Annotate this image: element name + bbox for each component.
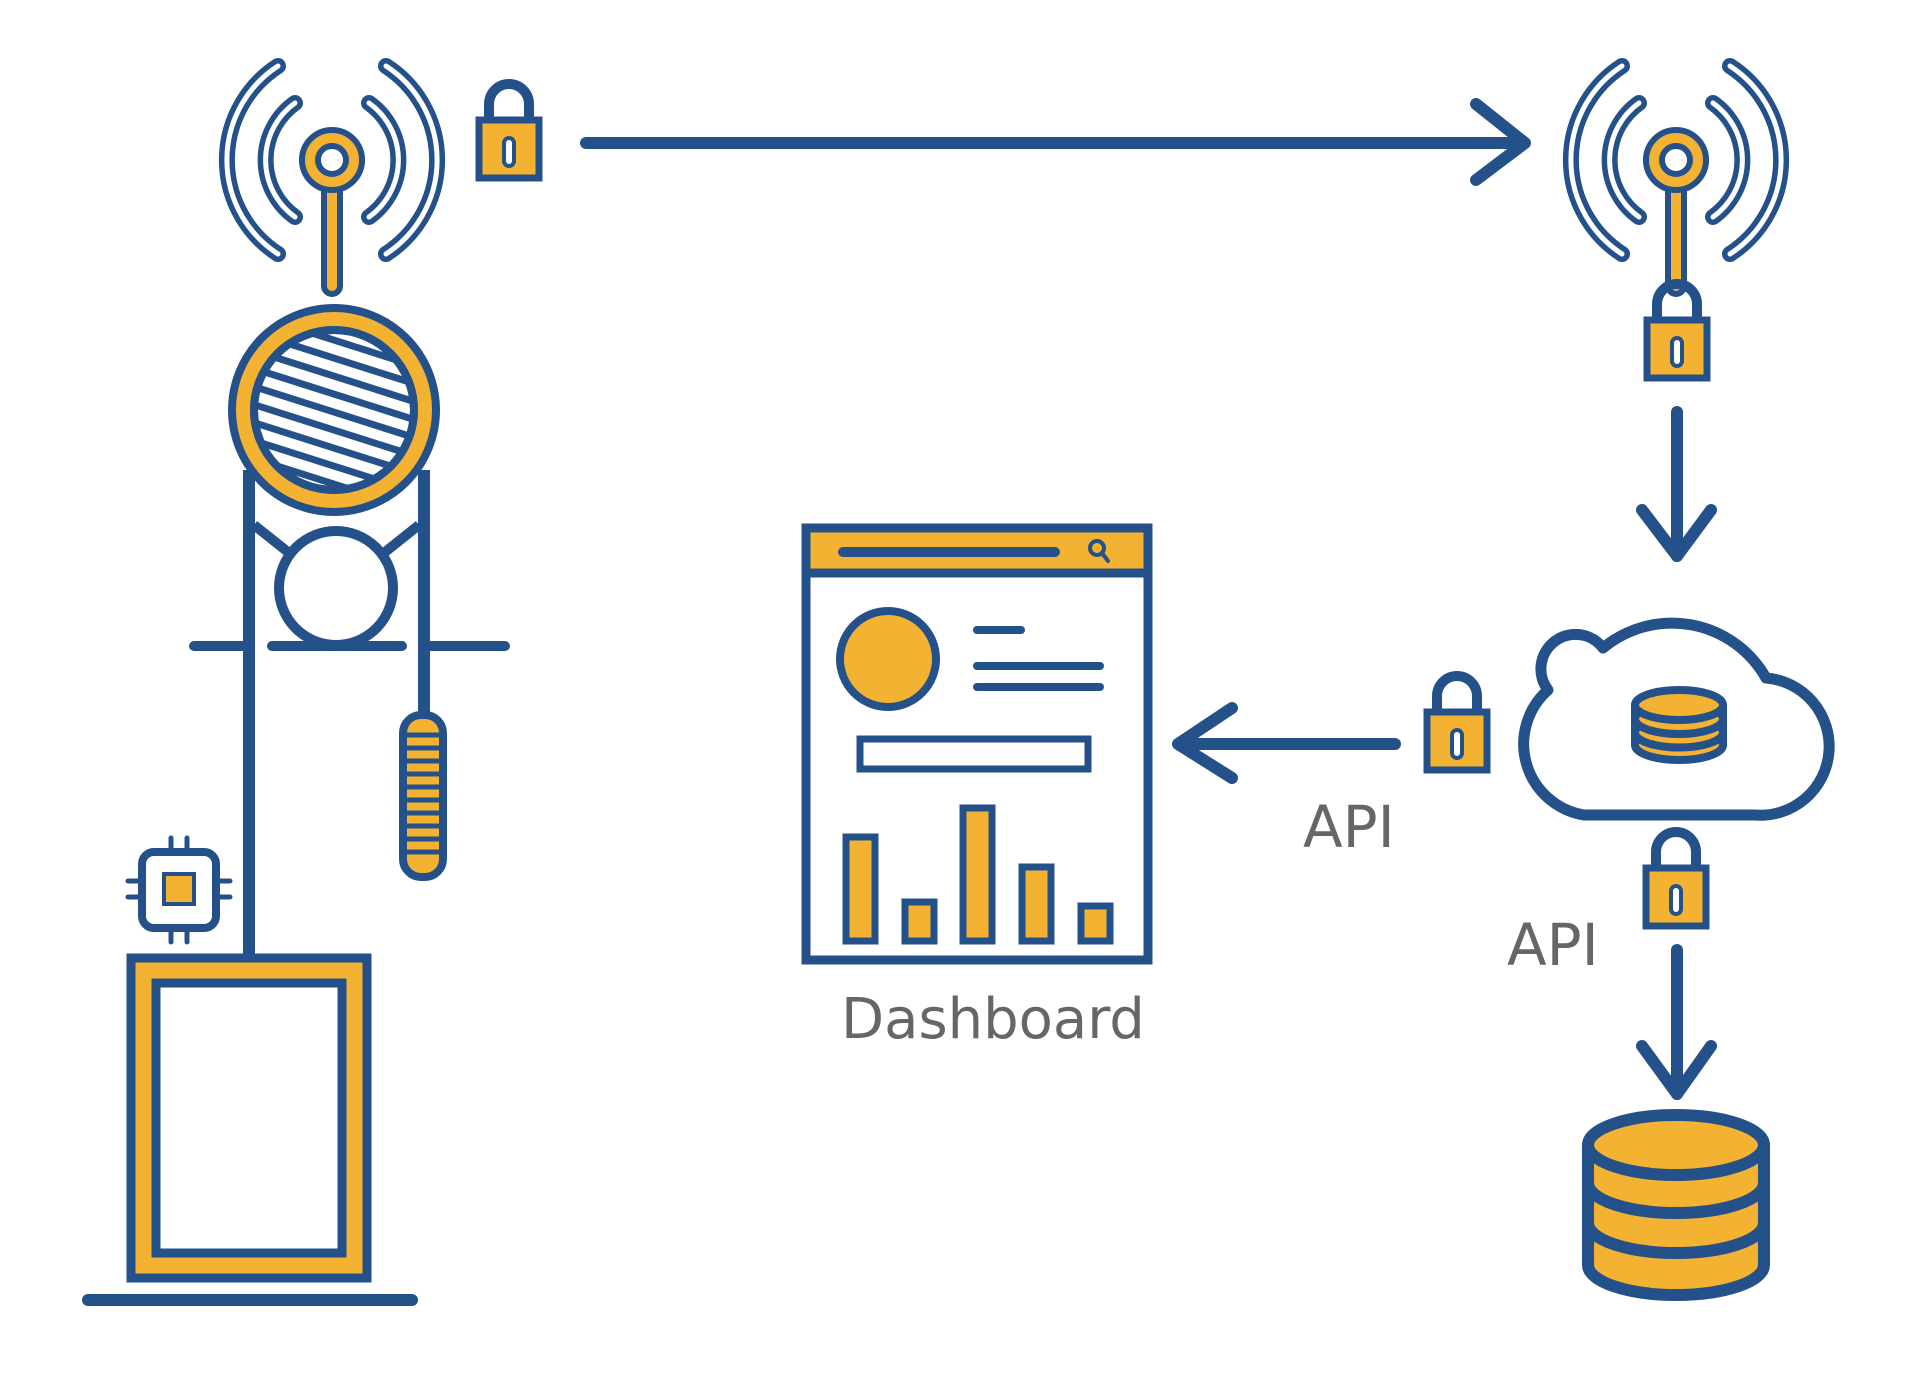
padlock-icon-uplink (479, 84, 539, 178)
api-label-dashboard: API (1303, 793, 1395, 861)
antenna-icon-elevator (227, 66, 437, 294)
arrow-icon-to-storage (1636, 944, 1717, 1100)
padlock-icon-gateway (1647, 284, 1707, 378)
arrow-icon-to-cloud (1636, 406, 1717, 562)
dashboard-label: Dashboard (841, 987, 1145, 1052)
microchip-icon (125, 835, 233, 945)
padlock-icon-dashboard-api (1427, 676, 1487, 770)
antenna-icon-gateway (1571, 66, 1781, 294)
search-icon (1088, 539, 1110, 563)
arrow-icon-to-dashboard (1172, 702, 1401, 784)
api-label-storage: API (1507, 911, 1599, 979)
database-icon (1582, 1109, 1770, 1301)
elevator-icon (82, 304, 510, 1306)
cloud-database-icon (1518, 617, 1835, 821)
padlock-icon-storage-api (1646, 832, 1706, 926)
arrow-icon-uplink (580, 98, 1531, 186)
dashboard-window-icon (801, 523, 1153, 965)
